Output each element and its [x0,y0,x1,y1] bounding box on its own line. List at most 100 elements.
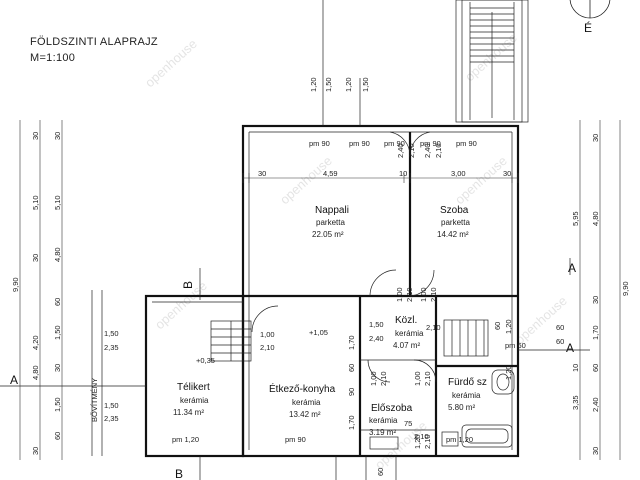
svg-text:22.05 m²: 22.05 m² [312,230,344,239]
plan-scale: M=1:100 [30,52,75,64]
svg-text:30: 30 [31,447,40,455]
room-telikert: Télikert kerámia 11.34 m² [173,382,210,417]
svg-text:90: 90 [347,388,356,396]
svg-text:parketta: parketta [441,218,470,227]
svg-text:30: 30 [53,132,62,140]
extension-label: BŐVÍTMÉNY [90,378,99,422]
dim-label: 10 [399,169,407,178]
svg-text:60: 60 [556,323,564,332]
svg-text:4.07 m²: 4.07 m² [393,341,420,350]
svg-text:2,10: 2,10 [434,143,443,158]
svg-text:2,40: 2,40 [591,397,600,412]
svg-text:parketta: parketta [316,218,345,227]
svg-text:Télikert: Télikert [177,382,210,393]
svg-text:9,90: 9,90 [11,277,20,292]
svg-text:1,20: 1,20 [504,319,513,334]
dim-label: 30 [258,169,266,178]
svg-text:2,10: 2,10 [423,371,432,386]
svg-text:1,20: 1,20 [309,77,318,92]
bathroom-fixtures [369,369,515,450]
svg-text:pm 1,20: pm 1,20 [172,435,199,444]
svg-text:2,10: 2,10 [423,434,432,449]
svg-text:2,10: 2,10 [429,287,438,302]
svg-text:1,00: 1,00 [419,287,428,302]
interior-stair [210,320,252,362]
svg-text:1,50: 1,50 [361,77,370,92]
svg-text:+1,05: +1,05 [309,328,328,337]
svg-text:+0,35: +0,35 [196,356,215,365]
svg-text:30: 30 [591,134,600,142]
svg-text:1,50: 1,50 [104,401,119,410]
svg-text:1,50: 1,50 [104,329,119,338]
door-swings [251,131,437,383]
svg-text:3,35: 3,35 [571,395,580,410]
svg-text:Szoba: Szoba [440,205,469,216]
svg-text:kerámia: kerámia [292,398,321,407]
room-kozl: Közl. kerámia 4.07 m² [393,315,424,350]
svg-text:2,10: 2,10 [260,343,275,352]
svg-text:Közl.: Közl. [395,315,417,326]
dim-label: 3,00 [451,169,466,178]
svg-text:30: 30 [31,254,40,262]
svg-text:pm 90: pm 90 [349,139,370,148]
svg-text:kerámia: kerámia [395,329,424,338]
svg-text:1,00: 1,00 [369,371,378,386]
section-a-right: A [566,341,574,355]
svg-text:2,35: 2,35 [104,343,119,352]
svg-text:5.80 m²: 5.80 m² [448,403,475,412]
svg-text:5,95: 5,95 [571,211,580,226]
dim-label: 4,59 [323,169,338,178]
svg-text:60: 60 [347,364,356,372]
room-etkezo-konyha: Étkező-konyha kerámia 13.42 m² [269,382,336,419]
svg-text:60: 60 [53,432,62,440]
svg-text:3.19 m²: 3.19 m² [369,428,396,437]
svg-text:1,70: 1,70 [347,415,356,430]
svg-text:2,10: 2,10 [379,371,388,386]
svg-text:30: 30 [31,132,40,140]
svg-text:pm 90: pm 90 [420,139,441,148]
svg-text:4,20: 4,20 [31,335,40,350]
detail-dimensions: 1,50 2,35 1,50 2,35 1,00 2,10 +1,05 +0,3… [104,287,564,476]
svg-text:1,50: 1,50 [324,77,333,92]
svg-text:2,10: 2,10 [426,323,441,332]
svg-text:4,80: 4,80 [53,247,62,262]
svg-text:30: 30 [591,447,600,455]
exterior-stair [455,0,529,123]
top-dimension-line: 30 4,59 10 3,00 30 [242,169,519,183]
room-furdoszoba: Fürdő sz kerámia 5.80 m² [448,377,487,412]
svg-text:2,10: 2,10 [414,432,429,441]
plan-title: FÖLDSZINTI ALAPRAJZ [30,36,158,48]
window-heights: 1,20 1,50 1,20 1,50 2,40 2,10 2,40 2,10 [309,0,443,158]
interior-walls [243,132,518,456]
bottom-openings [335,456,397,480]
svg-text:pm 90: pm 90 [285,435,306,444]
svg-text:2,40: 2,40 [423,143,432,158]
svg-text:14.42 m²: 14.42 m² [437,230,469,239]
exterior-walls [144,124,520,458]
svg-text:kerámia: kerámia [452,391,481,400]
svg-text:60: 60 [376,468,385,476]
svg-text:13.42 m²: 13.42 m² [289,410,321,419]
svg-text:A: A [568,261,576,275]
svg-text:2,10: 2,10 [407,143,416,158]
svg-text:10: 10 [571,364,580,372]
svg-text:2,35: 2,35 [104,414,119,423]
svg-text:pm 60: pm 60 [505,341,526,350]
svg-text:Fürdő sz: Fürdő sz [448,377,487,388]
svg-text:openhouse: openhouse [452,153,510,207]
svg-text:9,90: 9,90 [621,281,630,296]
svg-text:60: 60 [591,364,600,372]
section-a-left: A [10,373,18,387]
svg-text:2,40: 2,40 [369,334,384,343]
svg-text:Nappali: Nappali [315,205,349,216]
svg-text:pm 90: pm 90 [384,139,405,148]
svg-text:1,00: 1,00 [413,371,422,386]
watermark: openhouse openhouse openhouse openhouse … [142,30,570,472]
svg-text:1,50: 1,50 [53,397,62,412]
svg-text:60: 60 [493,322,502,330]
svg-text:4,80: 4,80 [591,211,600,226]
svg-text:4,80: 4,80 [31,365,40,380]
svg-text:60: 60 [556,337,564,346]
north-arrow-icon [569,0,611,19]
svg-text:5,10: 5,10 [53,195,62,210]
